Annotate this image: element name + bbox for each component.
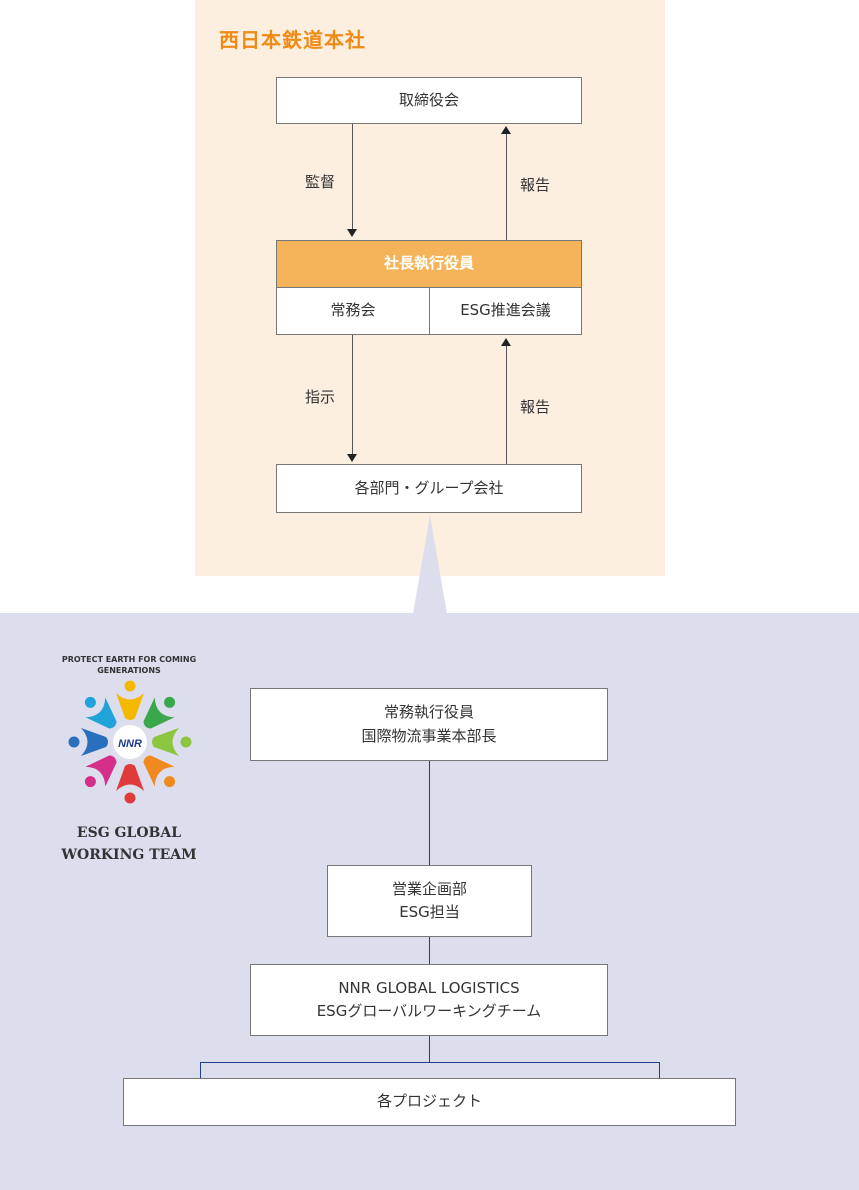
connector-officer-to-sales <box>429 761 430 865</box>
projects-label: 各プロジェクト <box>376 1092 482 1111</box>
esg-emblem: NNR <box>68 680 192 804</box>
managing-officer-title: 常務執行役員 <box>383 703 474 722</box>
head-office-title: 西日本鉄道本社 <box>219 28 366 52</box>
president-label: 社長執行役員 <box>383 254 474 273</box>
emblem-center <box>113 725 147 759</box>
logo-tagline-line-1: PROTECT EARTH FOR COMING <box>61 655 197 664</box>
board-label: 取締役会 <box>398 90 459 109</box>
instruction-line <box>352 335 353 455</box>
emblem-figures <box>68 680 192 804</box>
report-label-lower: 報告 <box>520 398 551 416</box>
global-team-company: NNR GLOBAL LOGISTICS <box>338 978 520 997</box>
divisions-box: 各部門・グループ会社 <box>276 464 582 513</box>
connector-bracket-left <box>200 1062 201 1078</box>
connector-bracket-horizontal <box>200 1062 660 1063</box>
report-arrow-lower <box>501 338 511 346</box>
supervision-arrow <box>347 229 357 237</box>
instruction-arrow <box>347 454 357 462</box>
managing-officer-box: 常務執行役員 国際物流事業本部長 <box>250 688 608 761</box>
logo-tagline-line-2: GENERATIONS <box>97 665 161 675</box>
supervision-label: 監督 <box>305 173 336 191</box>
managing-officer-dept: 国際物流事業本部長 <box>361 726 497 745</box>
supervision-line <box>352 124 353 230</box>
sales-planning-role: ESG担当 <box>399 903 460 921</box>
emblem-figure-green <box>143 696 176 729</box>
emblem-center-text: NNR <box>118 738 142 750</box>
emblem-figure-blue <box>68 728 108 756</box>
emblem-figure-yellow <box>116 680 144 720</box>
sales-planning-dept: 営業企画部 <box>391 879 467 898</box>
logo-tagline: PROTECT EARTH FOR COMING GENERATIONS <box>40 655 218 677</box>
divisions-label: 各部門・グループ会社 <box>354 478 504 497</box>
president-box: 社長執行役員 <box>276 240 582 288</box>
team-name: ESG GLOBAL WORKING TEAM <box>40 822 218 867</box>
sales-planning-box: 営業企画部 ESG担当 <box>327 865 532 937</box>
connector-global-down <box>429 1036 430 1063</box>
global-team-name: ESGグローバルワーキングチーム <box>316 1002 542 1020</box>
emblem-figure-magenta <box>84 755 117 788</box>
emblem-figure-lightgreen <box>152 728 192 756</box>
report-arrow-upper <box>501 126 511 134</box>
executive-committee-box: 常務会 <box>276 287 430 335</box>
board-box: 取締役会 <box>276 77 582 124</box>
emblem-figure-orange <box>143 755 176 788</box>
emblem-figure-cyan <box>84 696 117 729</box>
emblem-figure-red <box>116 764 144 804</box>
team-name-line-2: WORKING TEAM <box>61 847 197 864</box>
projects-box: 各プロジェクト <box>123 1078 736 1126</box>
instruction-label: 指示 <box>305 388 336 406</box>
report-line-lower <box>506 346 507 464</box>
global-team-box: NNR GLOBAL LOGISTICS ESGグローバルワーキングチーム <box>250 964 608 1036</box>
executive-committee-label: 常務会 <box>330 301 376 320</box>
team-name-line-1: ESG GLOBAL <box>76 825 182 841</box>
esg-council-box: ESG推進会議 <box>429 287 582 335</box>
esg-council-label: ESG推進会議 <box>460 301 551 320</box>
report-line-upper <box>506 134 507 240</box>
connector-bracket-right <box>659 1062 660 1078</box>
report-label-upper: 報告 <box>520 176 551 194</box>
connector-sales-to-global <box>429 937 430 964</box>
